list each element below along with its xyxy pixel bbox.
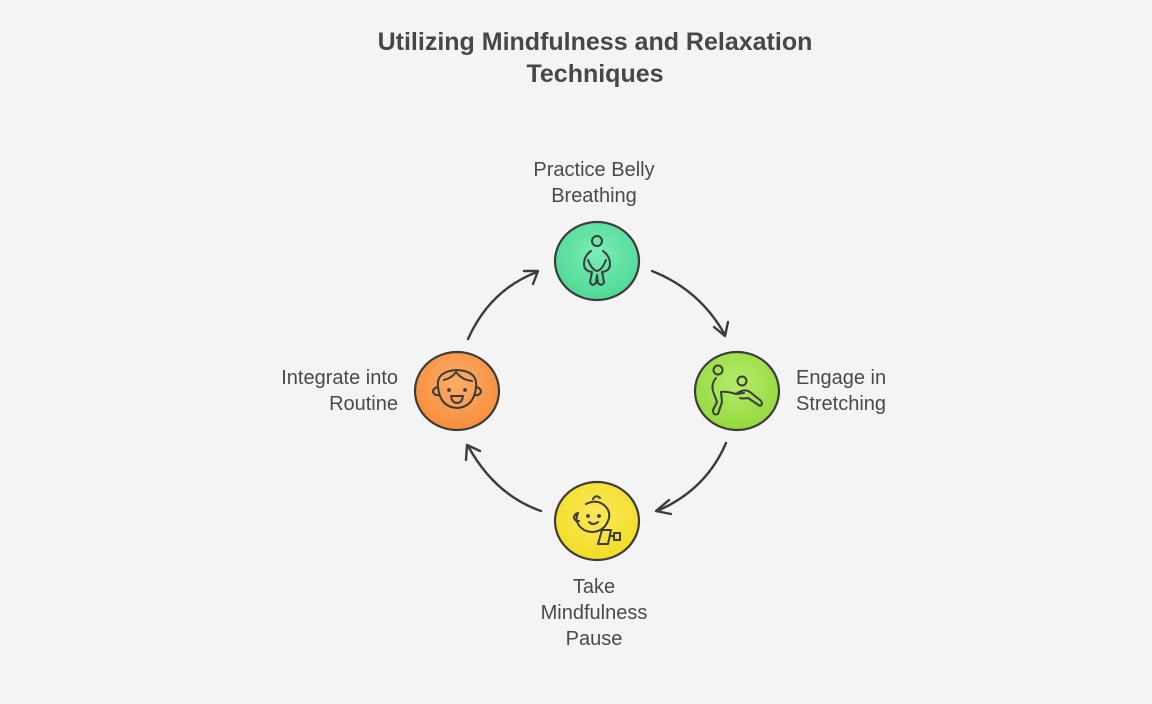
arrow-top-to-right — [650, 269, 730, 338]
stretching-people-icon — [711, 364, 763, 416]
step-node-stretching — [693, 350, 781, 432]
arrow-left-to-top — [466, 269, 540, 341]
child-face-icon — [432, 369, 482, 409]
step-label-stretching: Engage in Stretching — [796, 365, 956, 417]
arrow-bottom-to-left — [464, 443, 543, 513]
label-line: Integrate into — [281, 367, 398, 389]
title-line-2: Techniques — [526, 60, 664, 88]
label-line: Take — [572, 576, 616, 598]
baby-face-icon — [573, 495, 621, 545]
step-node-mindfulness-pause — [553, 480, 641, 562]
step-label-mindfulness-pause: Take Mindfulness Pause — [494, 574, 694, 652]
label-line: Mindfulness — [540, 602, 648, 624]
step-label-belly-breathing: Practice Belly Breathing — [494, 157, 694, 209]
step-node-belly-breathing — [553, 220, 641, 302]
diagram-title: Utilizing Mindfulness and Relaxation Tec… — [0, 26, 1152, 90]
title-line-1: Utilizing Mindfulness and Relaxation — [377, 28, 813, 56]
label-line: Stretching — [796, 393, 887, 415]
label-line: Routine — [329, 393, 398, 415]
label-line: Engage in — [796, 367, 887, 389]
label-line: Practice Belly — [533, 159, 655, 181]
seated-person-icon — [583, 235, 611, 286]
arrow-right-to-bottom — [654, 441, 728, 516]
label-line: Pause — [565, 628, 623, 650]
step-node-integrate-routine — [413, 350, 501, 432]
label-line: Breathing — [551, 185, 637, 207]
step-label-integrate-routine: Integrate into Routine — [238, 365, 398, 417]
